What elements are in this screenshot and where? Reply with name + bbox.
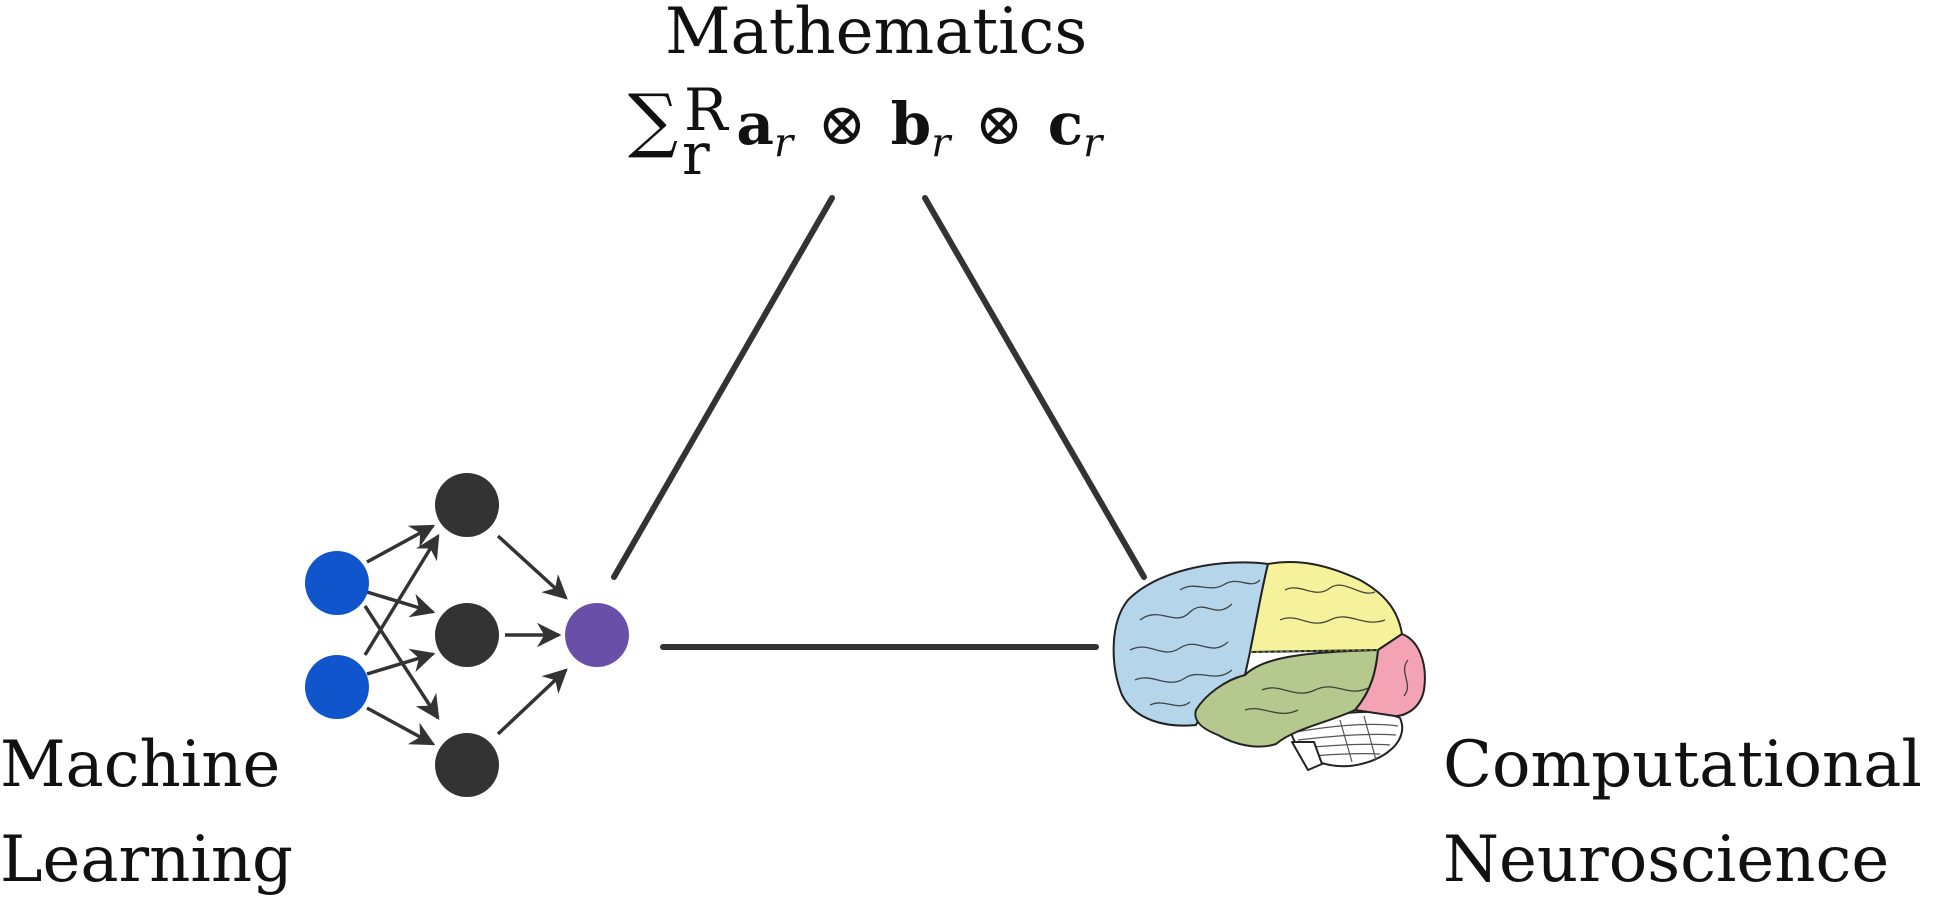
nn-edge — [366, 524, 436, 564]
label-computational-neuroscience: Computational Neuroscience — [1443, 718, 1922, 908]
nn-edge — [366, 706, 436, 746]
tensor-product-symbol: ⊗ — [817, 90, 867, 158]
nn-edge — [496, 534, 568, 600]
output-node — [565, 603, 629, 667]
brain-stem — [1291, 741, 1323, 771]
edge-math-to-neuro — [922, 195, 1147, 580]
vector-b-subscript: r — [931, 120, 951, 167]
vector-b: b — [890, 90, 932, 158]
neural-network-icon — [305, 473, 629, 797]
input-node — [305, 655, 369, 719]
hidden-node — [435, 733, 499, 797]
label-mathematics: Mathematics — [665, 0, 1088, 69]
summation-symbol: ∑ — [628, 79, 678, 161]
vector-c-subscript: r — [1083, 120, 1103, 167]
edge-math-to-ml — [611, 195, 835, 580]
hidden-node — [435, 473, 499, 537]
label-machine-learning: Machine Learning — [0, 718, 293, 908]
vector-a: a — [736, 90, 775, 158]
sum-subscript: r — [681, 120, 710, 188]
input-node — [305, 551, 369, 615]
diagram-canvas — [305, 195, 1426, 797]
hidden-node — [435, 603, 499, 667]
label-computational-neuroscience-line1: Computational — [1443, 728, 1922, 802]
label-machine-learning-line1: Machine — [0, 728, 281, 802]
nn-edge — [363, 533, 440, 656]
tensor-product-symbol: ⊗ — [974, 90, 1024, 158]
sum-superscript: R — [683, 76, 728, 144]
vector-a-subscript: r — [774, 120, 794, 167]
label-computational-neuroscience-line2: Neuroscience — [1443, 823, 1890, 897]
brain-temporal-lobe — [1194, 649, 1379, 748]
brain-parietal-lobe — [1249, 561, 1403, 653]
nn-edge — [366, 590, 436, 618]
nn-edge — [366, 648, 436, 676]
brain-icon — [1112, 561, 1426, 771]
vector-c: c — [1047, 90, 1084, 158]
label-machine-learning-line2: Learning — [0, 823, 293, 897]
nn-edge — [496, 668, 568, 736]
